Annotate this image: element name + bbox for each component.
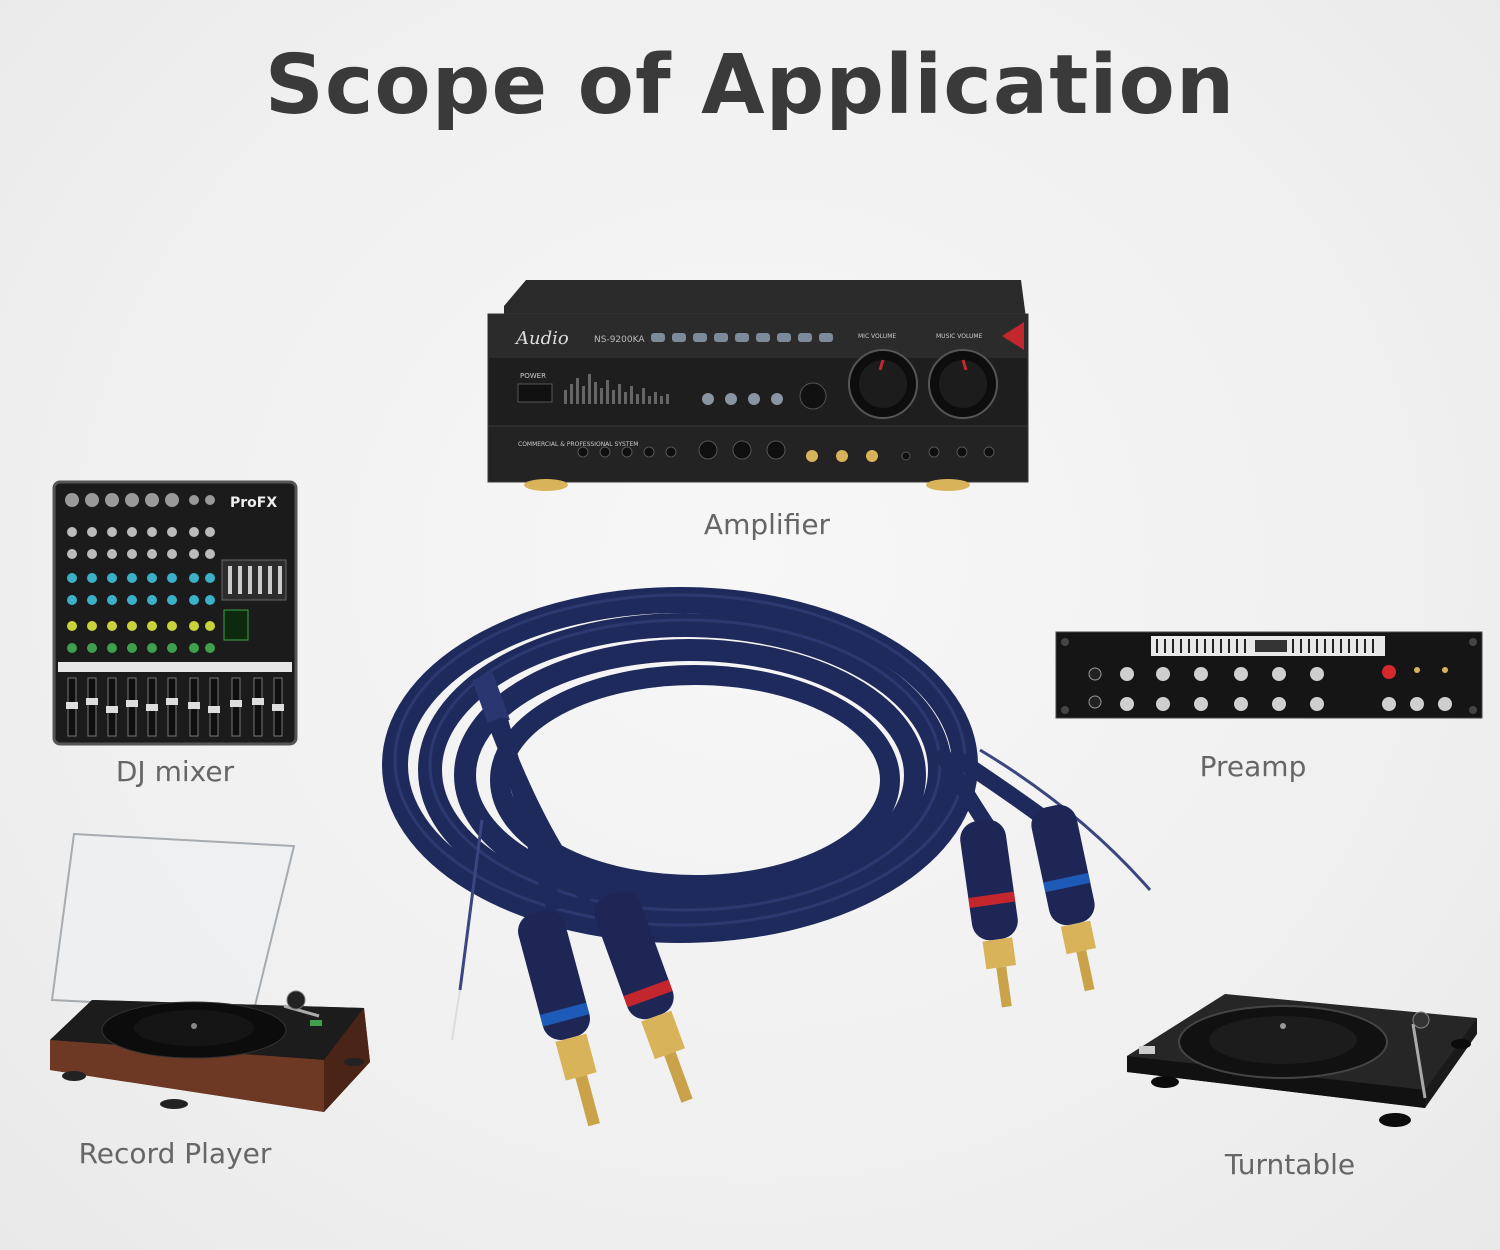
- mixer-brand: ProFX: [230, 495, 277, 511]
- turntable-label: Turntable: [1224, 1148, 1356, 1181]
- record-player-label: Record Player: [78, 1137, 272, 1170]
- record-player-image: [44, 830, 374, 1130]
- amplifier-image: Audio NS-9200KA MIC VOLUME MUSIC VOLUME …: [486, 278, 1031, 493]
- music-volume-label: MUSIC VOLUME: [936, 333, 983, 340]
- amp-model: NS-9200KA: [594, 335, 645, 345]
- power-label: POWER: [520, 372, 546, 380]
- dj-mixer-label: DJ mixer: [115, 755, 235, 788]
- dj-mixer-image: ProFX: [52, 480, 298, 746]
- turntable-image: [1125, 990, 1480, 1140]
- mic-volume-label: MIC VOLUME: [858, 333, 896, 340]
- preamp-image: [1055, 630, 1483, 722]
- preamp-label: Preamp: [1199, 750, 1307, 783]
- amplifier-label: Amplifier: [703, 508, 831, 541]
- amp-brand: Audio: [514, 328, 569, 349]
- rca-cable-image: [380, 570, 1170, 1170]
- amp-system-text: COMMERCIAL & PROFESSIONAL SYSTEM: [518, 441, 638, 448]
- page-title: Scope of Application: [264, 38, 1236, 133]
